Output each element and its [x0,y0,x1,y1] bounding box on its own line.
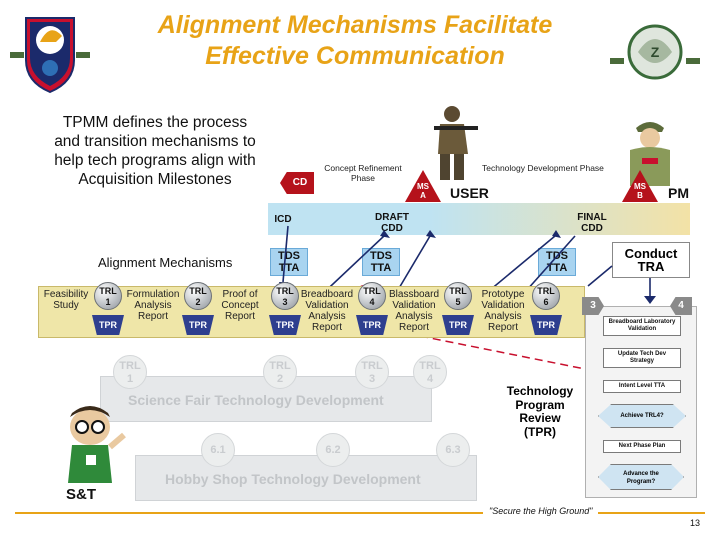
faded-number-badge: 6.2 [316,433,350,467]
tpr-badge: TPR [442,315,474,335]
faded-number-badge: 6.3 [436,433,470,467]
decision-diamond: Achieve TRL4? [598,404,686,428]
ms-a-label: MS A [417,182,429,200]
tpr-badge: TPR [269,315,301,335]
tpr-badge: TPR [182,315,214,335]
process-step: Next Phase Plan [603,440,681,453]
intro-line: help tech programs align with [54,152,256,169]
motto-text: "Secure the High Ground" [483,506,599,516]
hobby-shop-label: Hobby Shop Technology Development [165,471,421,487]
stage-label: Breadboard Validation Analysis Report [300,289,354,333]
process-step: Update Tech Dev Strategy [603,348,681,368]
left-logo [10,12,90,94]
faded-number-badge: 6.1 [201,433,235,467]
tpr-review-label: Technology Program Review (TPR) [506,384,574,439]
trl-badge: TRL 2 [184,282,212,310]
faded-trl-badge: TRL 3 [355,355,389,389]
tpr-badge: TPR [92,315,124,335]
process-step: Breadboard Laboratory Validation [603,316,681,336]
trl-badge: TRL 3 [271,282,299,310]
final-cdd-label: FINAL CDD [577,212,607,234]
trl-badge: TRL 5 [444,282,472,310]
process-step: Intent Level TTA [603,380,681,393]
hobby-shop-band [135,455,477,501]
footer-rule [15,512,705,514]
faded-trl-badge: TRL 2 [263,355,297,389]
faded-trl-badge: TRL 1 [113,355,147,389]
step-badge-3: 3 [582,297,604,315]
intro-text: TPMM defines the process and transition … [30,113,280,189]
step-badge-4: 4 [670,297,692,315]
soldier-image [428,104,478,182]
stage-label: Feasibility Study [43,289,89,311]
intro-line: TPMM defines the process [62,114,248,131]
intro-line: and transition mechanisms to [54,133,256,150]
technology-development-band [430,203,690,235]
stage-label: Prototype Validation Analysis Report [481,289,525,333]
decision-diamond: Advance the Program? [598,464,684,490]
tpr-badge: TPR [356,315,388,335]
intro-line: Acquisition Milestones [78,171,232,188]
title-line-2: Effective Communication [205,42,505,70]
pm-label: PM [668,185,689,201]
right-logo: Z [610,12,700,92]
stage-label: Blassboard Validation Analysis Report [388,289,440,333]
technology-development-label: Technology Development Phase [482,163,604,173]
cd-label: CD [292,177,308,188]
st-character-image [58,405,128,485]
tpr-badge: TPR [530,315,562,335]
stage-label: Formulation Analysis Report [126,289,180,322]
trl-stage-band [38,286,585,338]
svg-text:Z: Z [651,44,660,60]
ms-b-label: MS B [634,182,646,200]
science-fair-label: Science Fair Technology Development [128,392,384,408]
conduct-tra-box: Conduct TRA [612,242,690,278]
page-number: 13 [690,518,701,528]
alignment-mechanisms-label: Alignment Mechanisms [98,255,233,270]
trl-badge: TRL 6 [532,282,560,310]
icd-label: ICD [274,214,292,225]
trl-badge: TRL 1 [94,282,122,310]
title-line-1: Alignment Mechanisms Facilitate [157,11,553,39]
user-label: USER [450,185,489,201]
stage-label: Proof of Concept Report [221,289,259,322]
concept-refinement-label: Concept Refinement Phase [324,163,402,183]
slide-title: Alignment Mechanisms Facilitate Effectiv… [120,10,590,72]
trl-badge: TRL 4 [358,282,386,310]
st-label: S&T [66,486,96,503]
cd-marker: CD [280,172,314,194]
tds-tta-box: TDS TTA [362,248,400,276]
draft-cdd-label: DRAFT CDD [375,212,409,234]
faded-trl-badge: TRL 4 [413,355,447,389]
